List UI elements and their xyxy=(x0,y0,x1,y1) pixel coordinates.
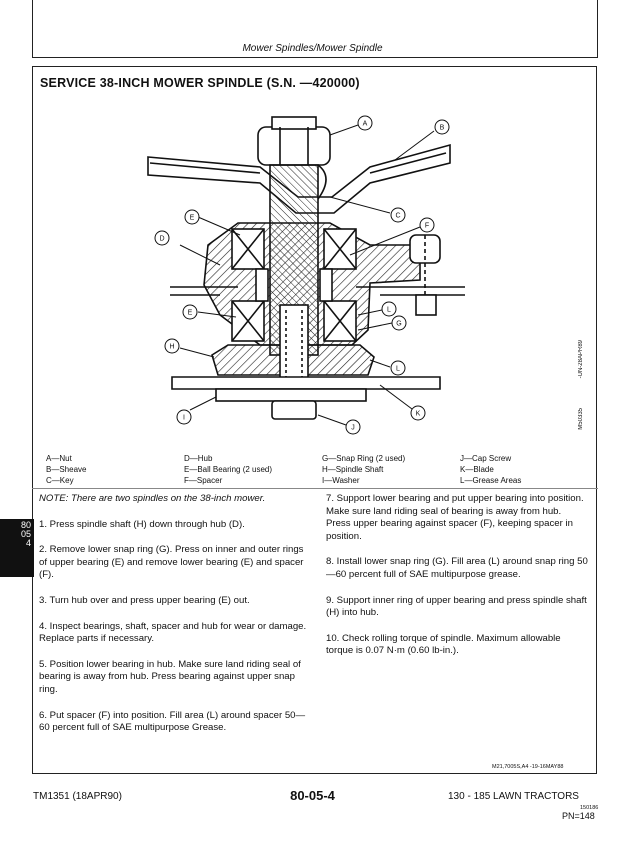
svg-text:G: G xyxy=(396,321,401,328)
legend-item: J—Cap Screw xyxy=(460,454,512,463)
figure-code-1: -UN-28APR89 xyxy=(578,340,584,379)
svg-text:H: H xyxy=(169,344,174,351)
step-6: 6. Put spacer (F) into position. Fill ar… xyxy=(39,709,306,734)
callout-f: F xyxy=(419,217,435,233)
legend-item: H—Spindle Shaft xyxy=(322,465,384,474)
legend-rule xyxy=(32,488,598,489)
step-3: 3. Turn hub over and press upper bearing… xyxy=(39,594,250,606)
footer-left: TM1351 (18APR90) xyxy=(33,791,122,802)
svg-text:J: J xyxy=(351,425,355,432)
callout-b: B xyxy=(434,119,450,135)
svg-text:E: E xyxy=(190,215,195,222)
right-border-line xyxy=(597,0,598,57)
page-number: 80-05-4 xyxy=(290,788,335,803)
svg-text:D: D xyxy=(159,236,164,243)
footer-pn: PN=148 xyxy=(562,811,595,821)
legend-col-2: D—Hub E—Ball Bearing (2 used) F—Spacer xyxy=(184,453,272,486)
callout-c: C xyxy=(390,207,406,223)
legend-col-3: G—Snap Ring (2 used) H—Spindle Shaft I—W… xyxy=(322,453,405,486)
footer-code: 150186 xyxy=(580,805,599,811)
callout-l-upper: L xyxy=(381,301,397,317)
legend-col-1: A—Nut B—Sheave C—Key xyxy=(46,453,86,486)
section-tab: 80 05 4 xyxy=(0,519,34,577)
legend-item: E—Ball Bearing (2 used) xyxy=(184,465,273,474)
legend-item: L—Grease Areas xyxy=(460,476,522,485)
legend-col-4: J—Cap Screw K—Blade L—Grease Areas xyxy=(460,453,521,486)
legend-item: C—Key xyxy=(46,476,74,485)
header-title: Mower Spindles/Mower Spindle xyxy=(242,43,383,54)
spindle-cross-section-figure: A B C D E F E G H L L I J K xyxy=(147,115,465,435)
step-9: 9. Support inner ring of upper bearing a… xyxy=(326,594,587,619)
step-5: 5. Position lower bearing in hub. Make s… xyxy=(39,658,301,695)
legend-item: B—Sheave xyxy=(46,465,87,474)
svg-text:L: L xyxy=(396,366,400,373)
svg-text:I: I xyxy=(183,415,185,422)
callout-k: K xyxy=(410,405,426,421)
svg-text:E: E xyxy=(188,310,193,317)
right-column: 7. Support lower bearing and put upper b… xyxy=(326,493,588,671)
callout-e-lower: E xyxy=(182,304,198,320)
svg-text:B: B xyxy=(440,125,445,132)
tab-line: 05 xyxy=(20,529,31,539)
legend-item: F—Spacer xyxy=(184,476,223,485)
left-column: NOTE: There are two spindles on the 38-i… xyxy=(39,493,311,748)
step-4: 4. Inspect bearings, shaft, spacer and h… xyxy=(39,620,307,645)
legend-item: D—Hub xyxy=(184,454,213,463)
svg-text:F: F xyxy=(425,223,429,230)
callout-d: D xyxy=(154,230,170,246)
callout-l-lower: L xyxy=(390,360,406,376)
step-8: 8. Install lower snap ring (G). Fill are… xyxy=(326,556,588,580)
legend-item: A—Nut xyxy=(46,454,72,463)
step-1: 1. Press spindle shaft (H) down through … xyxy=(39,518,245,530)
svg-text:C: C xyxy=(395,213,400,220)
step-7: 7. Support lower bearing and put upper b… xyxy=(326,493,584,542)
tab-line: 4 xyxy=(25,538,31,548)
legend-item: G—Snap Ring (2 used) xyxy=(322,454,406,463)
svg-text:K: K xyxy=(416,411,421,418)
header-rule xyxy=(32,57,598,58)
section-title: SERVICE 38-INCH MOWER SPINDLE (S.N. —420… xyxy=(40,76,360,90)
box-code: M21,7005S,A4 -19-16MAY88 xyxy=(492,764,564,770)
svg-text:L: L xyxy=(387,307,391,314)
tab-line: 80 xyxy=(20,520,31,530)
callout-e-upper: E xyxy=(184,209,200,225)
step-2: 2. Remove lower snap ring (G). Press on … xyxy=(39,544,304,581)
content-box xyxy=(32,66,597,774)
callout-i: I xyxy=(176,409,192,425)
figure-code-2: M50335 xyxy=(578,408,584,430)
callout-a: A xyxy=(357,115,373,131)
footer-right: 130 - 185 LAWN TRACTORS xyxy=(448,791,579,802)
svg-text:A: A xyxy=(363,121,368,128)
legend-item: I—Washer xyxy=(322,476,360,485)
callout-g: G xyxy=(391,315,407,331)
callout-j: J xyxy=(345,419,361,435)
legend-item: K—Blade xyxy=(460,465,494,474)
note: NOTE: There are two spindles on the 38-i… xyxy=(39,493,266,504)
callout-h: H xyxy=(164,338,180,354)
step-10: 10. Check rolling torque of spindle. Max… xyxy=(326,632,561,657)
left-border-line xyxy=(32,0,33,57)
